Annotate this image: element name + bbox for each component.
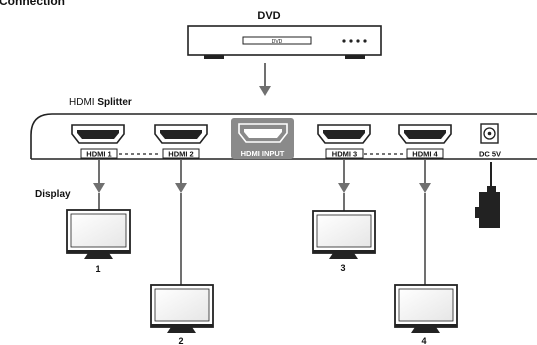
port-hdmi-1: HDMI 1 <box>71 124 125 159</box>
dvd-foot-right <box>345 55 365 59</box>
display-label: Display <box>35 189 71 200</box>
dvd-foot-left <box>204 55 224 59</box>
dvd-player: DVD DVD <box>187 10 382 59</box>
power-label: DC 5V <box>479 150 501 159</box>
port-hdmi-input: HDMI INPUT <box>231 118 294 159</box>
display-1-label: 1 <box>95 264 100 274</box>
port-label-hdmi-input: HDMI INPUT <box>241 149 285 158</box>
power-plug-icon <box>475 192 500 228</box>
port-label-hdmi-1: HDMI 1 <box>86 150 111 159</box>
dvd-cable-arrow <box>259 86 271 96</box>
dvd-slot-text: DVD <box>272 39 283 45</box>
port-label-hdmi-2: HDMI 2 <box>168 150 193 159</box>
power-adapter <box>475 162 500 228</box>
display-4-label: 4 <box>421 336 426 345</box>
dvd-indicator-dots <box>342 39 367 43</box>
port-hdmi-2: HDMI 2 <box>154 124 208 159</box>
display-4: 4 <box>394 284 458 345</box>
display-3-label: 3 <box>340 263 345 273</box>
splitter-body-top <box>30 113 537 159</box>
output-cables <box>93 160 431 285</box>
port-hdmi-3: HDMI 3 <box>317 124 371 159</box>
power-jack: DC 5V <box>479 123 501 159</box>
port-label-hdmi-4: HDMI 4 <box>412 150 438 159</box>
display-2-label: 2 <box>178 336 183 345</box>
dvd-disc-slot <box>242 36 312 45</box>
display-2: 2 <box>150 284 214 345</box>
splitter-label: HDMI Splitter <box>69 97 132 108</box>
port-hdmi-4: HDMI 4 <box>398 124 452 159</box>
display-3: 3 <box>312 210 376 273</box>
page-title: Connection <box>0 0 65 8</box>
dvd-label: DVD <box>257 10 280 22</box>
display-1: 1 <box>66 209 131 274</box>
port-label-hdmi-3: HDMI 3 <box>332 150 357 159</box>
